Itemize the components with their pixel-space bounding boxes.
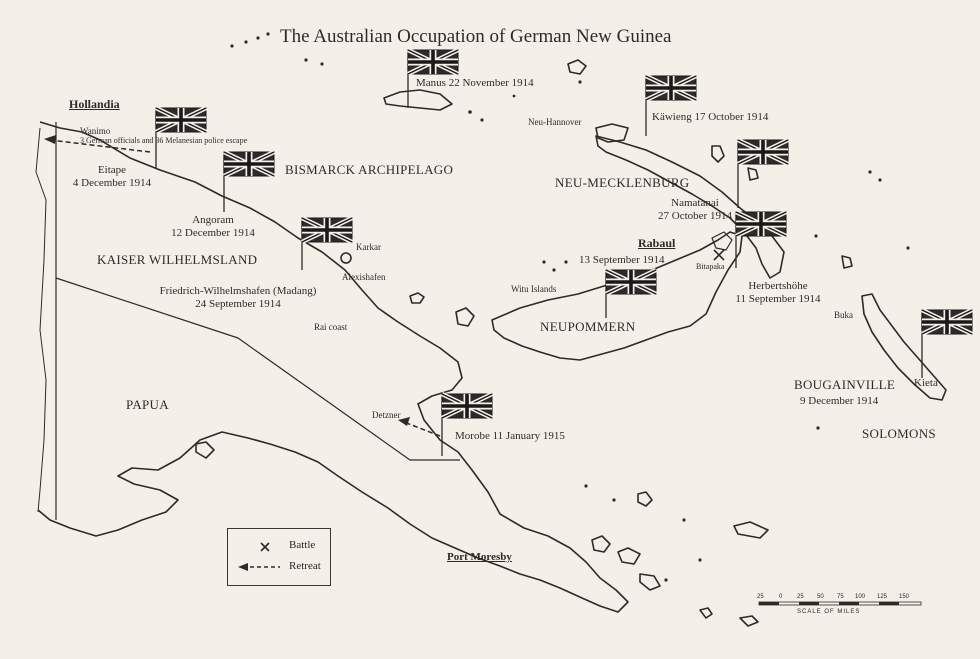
- label-solomons: SOLOMONS: [862, 426, 936, 441]
- flag-herbertshohe-icon: [736, 212, 786, 236]
- label-rabaul-date: 13 September 1914: [579, 254, 665, 266]
- label-buka: Buka: [834, 310, 853, 320]
- flag-angoram-icon: [224, 152, 274, 176]
- label-karkar: Karkar: [356, 242, 381, 252]
- label-kaiser-wilhelmsland: KAISER WILHELMSLAND: [97, 252, 258, 267]
- label-bougainville: BOUGAINVILLE: [794, 377, 896, 392]
- label-witu-islands: Witu Islands: [511, 284, 557, 294]
- label-herbertshohe-date: 11 September 1914: [735, 292, 821, 305]
- label-madang: Friedrich-Wilhelmshafen (Madang) 24 Sept…: [138, 285, 338, 310]
- label-kavieng: Käwieng 17 October 1914: [652, 111, 769, 123]
- legend-retreat-label: Retreat: [289, 560, 321, 572]
- label-madang-name: Friedrich-Wilhelmshafen (Madang): [159, 285, 317, 297]
- flag-morobe-icon: [442, 394, 492, 418]
- flag-eitape-icon: [156, 108, 206, 132]
- map-title: The Australian Occupation of German New …: [280, 26, 672, 47]
- label-namatanai-date: 27 October 1914: [658, 209, 732, 222]
- battle-icon: [260, 542, 270, 552]
- scale-tick: 25: [757, 594, 764, 600]
- label-bitapaka: Bitapaka: [696, 262, 725, 271]
- label-eitape-date: 4 December 1914: [72, 176, 152, 189]
- scale-tick: 75: [837, 594, 844, 600]
- label-madang-date: 24 September 1914: [195, 297, 281, 310]
- label-rabaul: Rabaul: [638, 236, 676, 250]
- scale-tick: 150: [899, 594, 910, 600]
- label-angoram: Angoram 12 December 1914: [158, 214, 268, 239]
- label-bougainville-date: 9 December 1914: [800, 395, 879, 407]
- label-wanimo: Wanimo: [80, 126, 111, 136]
- scale-tick: 100: [855, 594, 866, 600]
- label-angoram-date: 12 December 1914: [171, 226, 255, 239]
- label-herbertshohe-name: Herbertshöhe: [748, 280, 808, 292]
- label-port-moresby: Port Moresby: [447, 551, 512, 563]
- flag-rabaul-icon: [606, 270, 656, 294]
- label-neuhannover: Neu-Hannover: [528, 117, 582, 127]
- scale-tick: 125: [877, 594, 888, 600]
- flag-namatanai-icon: [738, 140, 788, 164]
- label-eitape-name: Eitape: [97, 164, 127, 176]
- label-bismarck-archipelago: BISMARCK ARCHIPELAGO: [285, 162, 454, 177]
- label-alexishafen: Alexishafen: [342, 272, 386, 282]
- flag-kavieng-icon: [646, 76, 696, 100]
- scale-tick: 25: [797, 594, 804, 600]
- label-kieta: Kieta: [914, 377, 938, 389]
- label-detzner: Detzner: [372, 410, 401, 420]
- scale-label: SCALE OF MILES: [797, 609, 861, 615]
- label-eitape: Eitape 4 December 1914: [62, 164, 162, 189]
- label-herbertshohe: Herbertshöhe 11 September 1914: [718, 280, 838, 305]
- label-morobe: Morobe 11 January 1915: [455, 430, 565, 442]
- retreat-arrowhead-icon: [238, 563, 248, 571]
- legend-battle-label: Battle: [289, 539, 316, 551]
- map-legend: Battle Retreat: [227, 528, 331, 586]
- flag-kieta-icon: [922, 310, 972, 334]
- scale-bar-graphic: [758, 601, 922, 606]
- label-namatanai: Namatanai 27 October 1914: [655, 197, 735, 222]
- flag-madang-icon: [302, 218, 352, 242]
- label-namatanai-name: Namatanai: [671, 197, 719, 209]
- label-neupommern: NEUPOMMERN: [540, 319, 636, 334]
- label-manus: Manus 22 November 1914: [416, 77, 534, 89]
- label-wanimo-note: 3 German officials and 36 Melanesian pol…: [80, 136, 248, 145]
- flag-manus-icon: [408, 50, 458, 74]
- label-angoram-name: Angoram: [192, 214, 234, 226]
- label-rai-coast: Rai coast: [314, 322, 348, 332]
- label-papua: PAPUA: [126, 397, 169, 412]
- scale-tick: 0: [779, 594, 783, 600]
- label-hollandia: Hollandia: [69, 97, 120, 111]
- scale-tick: 50: [817, 594, 824, 600]
- label-neu-mecklenburg: NEU-MECKLENBURG: [555, 175, 690, 190]
- legend-symbols: [238, 542, 280, 571]
